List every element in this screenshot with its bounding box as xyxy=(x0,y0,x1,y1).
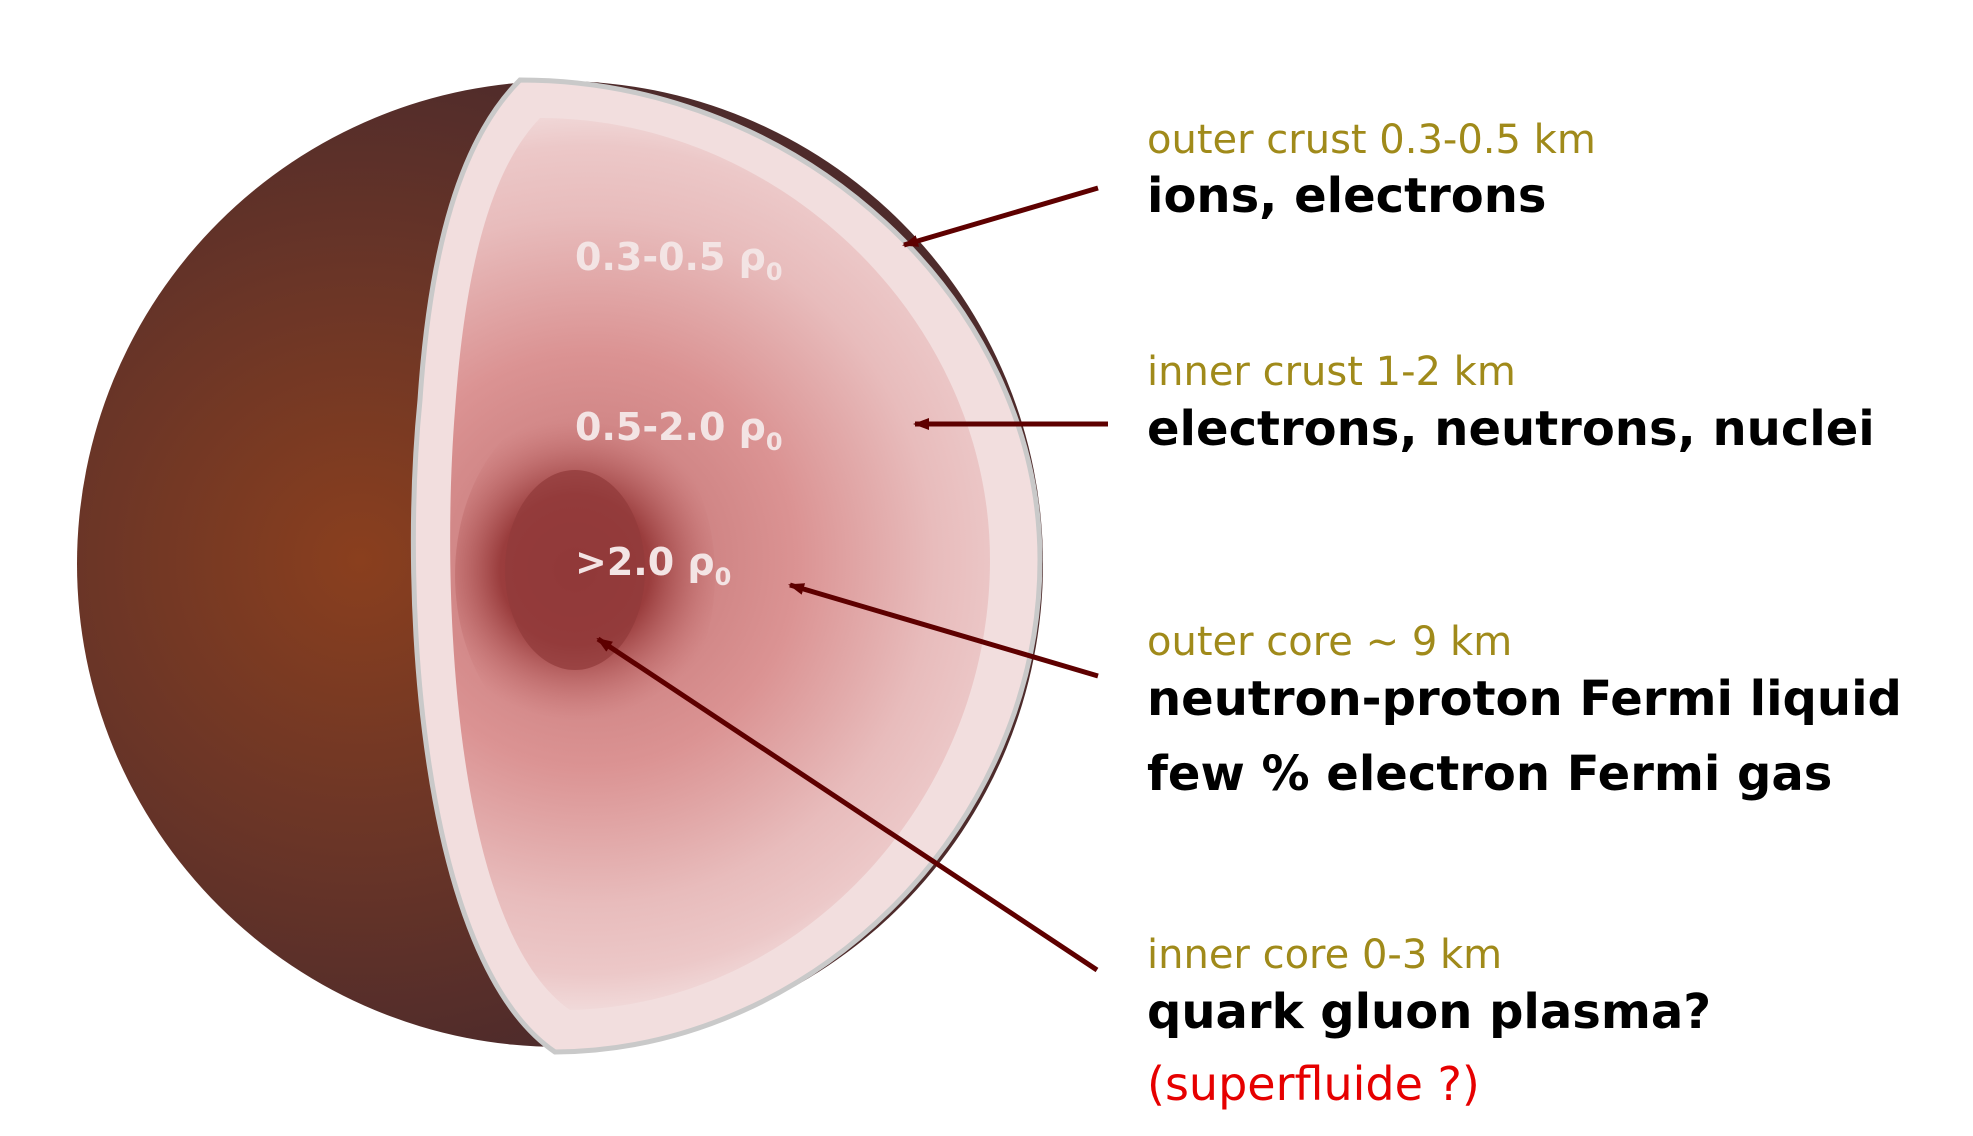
layer-desc-inner-core: quark gluon plasma? xyxy=(1147,984,1711,1040)
layer-title-outer-core: outer core ~ 9 km xyxy=(1147,619,1512,665)
layer-note-inner-core: (superfluide ?) xyxy=(1147,1057,1480,1111)
density-label-core: >2.0 ρ0 xyxy=(575,540,731,591)
layer-title-outer-crust: outer crust 0.3-0.5 km xyxy=(1147,117,1596,163)
cutaway-inner-crust xyxy=(450,118,990,1010)
layer-title-inner-crust: inner crust 1-2 km xyxy=(1147,349,1516,395)
layer-title-inner-core: inner core 0-3 km xyxy=(1147,932,1502,978)
layer-desc-outer-core-1: neutron-proton Fermi liquid xyxy=(1147,671,1902,727)
density-label-inner-crust: 0.5-2.0 ρ0 xyxy=(575,405,783,456)
inner-core-region xyxy=(505,470,645,670)
layer-desc-outer-core-2: few % electron Fermi gas xyxy=(1147,746,1832,802)
arrow-outer-core xyxy=(788,582,1099,679)
arrow-outer-crust xyxy=(902,185,1099,248)
layer-desc-outer-crust: ions, electrons xyxy=(1147,168,1546,224)
density-label-outer-crust: 0.3-0.5 ρ0 xyxy=(575,235,783,286)
layer-desc-inner-crust: electrons, neutrons, nuclei xyxy=(1147,401,1875,457)
arrow-inner-core xyxy=(596,636,1099,973)
